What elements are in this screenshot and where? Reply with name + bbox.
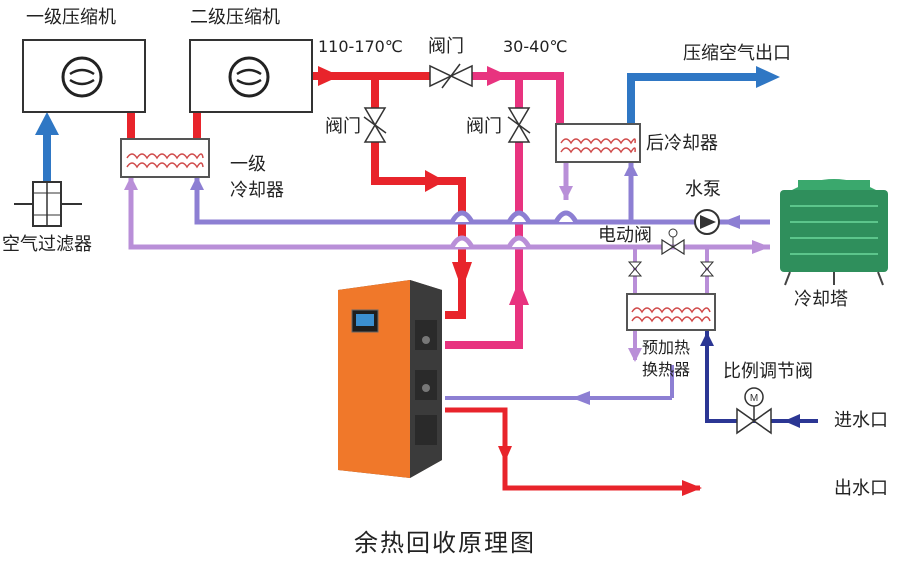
proportional-valve-label: 比例调节阀 [723, 361, 813, 382]
valve-left [363, 107, 387, 143]
cold-water-line [700, 330, 818, 428]
water-inlet-label: 进水口 [834, 410, 888, 431]
valve-top-label: 阀门 [428, 36, 464, 57]
air-outlet-label: 压缩空气出口 [683, 43, 791, 64]
hot-water-line [445, 407, 702, 496]
air-outlet-pipe [627, 66, 780, 132]
air-filter-label: 空气过滤器 [2, 234, 92, 255]
return-lines [124, 162, 770, 405]
electric-valve [661, 228, 685, 256]
after-cooler [555, 123, 641, 163]
water-pump-label: 水泵 [685, 179, 721, 200]
preheat-exchanger-label-line2: 换热器 [642, 360, 691, 379]
proportional-valve: M [736, 387, 772, 435]
high-temp-label: 110-170℃ [318, 37, 403, 56]
valve-mid-label: 阀门 [466, 116, 502, 137]
preheat-exchanger [626, 293, 716, 331]
preheat-valve-left [627, 261, 643, 277]
primary-cooler [120, 138, 210, 178]
compressor-1 [22, 39, 146, 113]
preheat-exchanger-label-line1: 预加热 [642, 338, 691, 357]
preheat-valve-right [699, 261, 715, 277]
cooling-tower-label: 冷却塔 [794, 289, 848, 310]
pipe-crossovers [449, 210, 579, 249]
electric-valve-label: 电动阀 [598, 225, 652, 246]
compressor-oil-lines [127, 111, 201, 141]
diagram-title: 余热回收原理图 [354, 529, 536, 557]
cooling-tower [780, 179, 888, 286]
hot-oil-line [312, 66, 472, 319]
compressor-1-label: 一级压缩机 [26, 7, 116, 28]
water-pump [694, 209, 720, 235]
compressor-2 [189, 39, 313, 113]
primary-cooler-label-line2: 冷却器 [230, 180, 284, 201]
compressor-2-label: 二级压缩机 [190, 7, 280, 28]
svg-text:M: M [750, 393, 758, 404]
air-filter [14, 181, 82, 227]
water-outlet-label: 出水口 [834, 478, 888, 499]
after-cooler-label: 后冷却器 [646, 133, 718, 154]
warm-oil-line [445, 66, 564, 349]
primary-cooler-label-line1: 一级 [230, 154, 266, 175]
valve-left-label: 阀门 [325, 116, 361, 137]
valve-top [429, 63, 473, 89]
valve-mid [507, 107, 531, 143]
heat-recovery-unit [338, 280, 442, 478]
low-temp-label: 30-40℃ [503, 37, 568, 56]
